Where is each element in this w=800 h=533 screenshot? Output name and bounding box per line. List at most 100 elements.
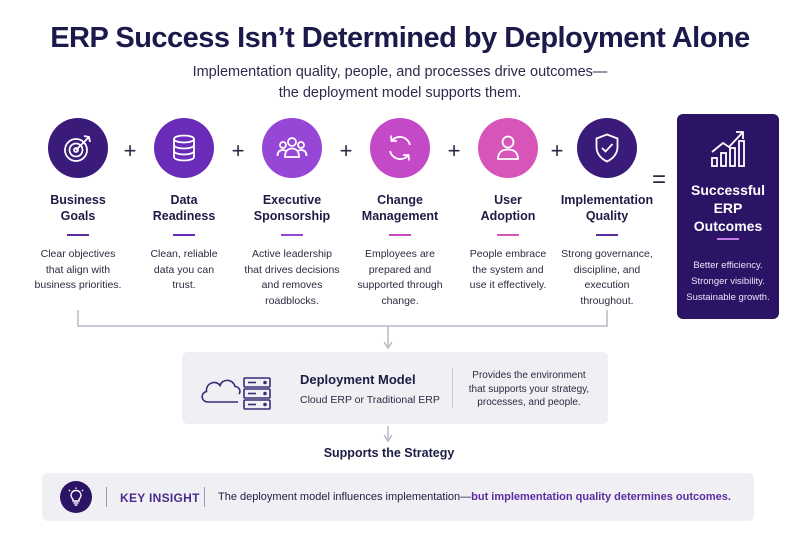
- factor-title-line: Management: [361, 209, 439, 223]
- subtitle-line-1: Implementation quality, people, and proc…: [192, 64, 608, 80]
- deployment-desc-line: that supports your strategy,: [468, 383, 590, 395]
- user-icon: [497, 135, 519, 160]
- factor-circle: [478, 118, 538, 178]
- factor-desc-line: data you can: [153, 263, 215, 276]
- factor-title-line: Business: [50, 193, 106, 207]
- page-subtitle: Implementation quality, people, and proc…: [150, 62, 650, 104]
- database-icon: [173, 134, 195, 162]
- factor-title-line: Change: [377, 193, 423, 207]
- factor-description: Clear objectives that align with busines…: [23, 247, 133, 294]
- factor-circle: [48, 118, 108, 178]
- factor-title: Data Readiness: [129, 192, 239, 226]
- factor-implementation-quality: Implementation Quality Strong governance…: [552, 118, 662, 309]
- factor-desc-line: the system and: [472, 263, 544, 276]
- factor-desc-line: and removes: [261, 279, 323, 291]
- factor-change-management: Change Management Employees are prepared…: [345, 118, 455, 309]
- factor-business-goals: Business Goals Clear objectives that ali…: [23, 118, 133, 294]
- outcome-title-line: Successful: [691, 182, 765, 198]
- factor-desc-line: throughout.: [580, 294, 634, 307]
- factor-description: People embrace the system and use it eff…: [453, 247, 563, 294]
- divider: [204, 487, 205, 507]
- factor-title: User Adoption: [453, 192, 563, 226]
- factor-executive-sponsorship: Executive Sponsorship Active leadership …: [237, 118, 347, 309]
- plus-operator: +: [447, 138, 461, 163]
- factor-desc-line: prepared and: [368, 263, 432, 276]
- factor-title: Executive Sponsorship: [237, 192, 347, 226]
- factor-desc-line: trust.: [172, 279, 196, 291]
- plus-operator: +: [550, 138, 564, 163]
- outcome-title: Successful ERP Outcomes: [677, 181, 779, 235]
- factor-desc-line: discipline, and: [573, 263, 641, 276]
- factor-desc-line: Employees are: [364, 248, 436, 260]
- factor-title-line: User: [494, 193, 522, 207]
- deployment-model-title: Deployment Model: [300, 372, 416, 387]
- plus-operator: +: [231, 138, 245, 163]
- target-icon: [64, 135, 91, 162]
- outcome-title-line: ERP: [713, 200, 743, 216]
- outcome-panel: Successful ERP Outcomes Better efficienc…: [677, 114, 779, 319]
- factor-accent-bar: [389, 234, 411, 236]
- factor-title-line: Data: [170, 193, 198, 207]
- key-insight-label: KEY INSIGHT: [120, 491, 200, 505]
- server-icon: [243, 377, 271, 410]
- people-icon: [276, 137, 308, 158]
- equals-operator: =: [652, 166, 667, 193]
- outcome-item: Better efficiency.: [693, 260, 763, 271]
- growth-chart-icon: [711, 131, 745, 167]
- outcome-item: Stronger visibility.: [691, 276, 765, 287]
- factor-title: Business Goals: [23, 192, 133, 226]
- divider: [452, 368, 453, 408]
- deployment-desc-line: processes, and people.: [477, 397, 581, 408]
- outcome-title-line: Outcomes: [693, 218, 763, 234]
- factor-title-line: Readiness: [152, 209, 216, 223]
- refresh-icon: [389, 135, 411, 161]
- factor-circle: [370, 118, 430, 178]
- factor-title-line: Sponsorship: [253, 209, 331, 223]
- factor-data-readiness: Data Readiness Clean, reliable data you …: [129, 118, 239, 294]
- insight-icon-circle: [60, 481, 92, 513]
- deployment-model-panel: Deployment Model Cloud ERP or Traditiona…: [182, 352, 608, 424]
- outcome-list: Better efficiency. Stronger visibility. …: [677, 258, 779, 306]
- factor-title-line: Adoption: [480, 209, 536, 223]
- cloud-icon: [201, 379, 241, 403]
- factor-desc-line: that drives decisions: [244, 263, 340, 276]
- factor-circle: [262, 118, 322, 178]
- factor-title-line: Goals: [60, 209, 96, 223]
- factor-user-adoption: User Adoption People embrace the system …: [453, 118, 563, 294]
- outcome-accent-bar: [717, 238, 739, 240]
- factor-desc-line: supported through: [357, 279, 443, 291]
- factor-desc-line: roadblocks.: [265, 294, 319, 307]
- insight-statement: The deployment model influences implemen…: [218, 491, 472, 503]
- factor-desc-line: Active leadership: [252, 248, 332, 260]
- factor-desc-line: execution: [584, 279, 630, 291]
- page-title: ERP Success Isn’t Determined by Deployme…: [50, 22, 750, 54]
- factor-desc-line: that align with: [45, 263, 111, 276]
- factor-title-line: Quality: [585, 209, 629, 223]
- deployment-model-description: Provides the environment that supports y…: [464, 369, 594, 410]
- deployment-desc-line: Provides the environment: [472, 370, 586, 381]
- plus-operator: +: [123, 138, 137, 163]
- deployment-model-types: Cloud ERP or Traditional ERP: [300, 394, 440, 406]
- deployment-icons: [201, 377, 271, 410]
- plus-operator: +: [339, 138, 353, 163]
- factor-accent-bar: [173, 234, 195, 236]
- subtitle-line-2: the deployment model supports them.: [278, 85, 522, 101]
- factor-circle: [154, 118, 214, 178]
- factor-desc-line: People embrace: [469, 248, 547, 260]
- key-insight-bar: KEY INSIGHT The deployment model influen…: [42, 473, 754, 521]
- factor-accent-bar: [596, 234, 618, 236]
- factor-accent-bar: [67, 234, 89, 236]
- outcome-item: Sustainable growth.: [686, 292, 770, 303]
- factor-title: Change Management: [345, 192, 455, 226]
- factor-circle: [577, 118, 637, 178]
- factor-description: Clean, reliable data you can trust.: [129, 247, 239, 294]
- factor-desc-line: Strong governance,: [561, 248, 653, 260]
- factor-desc-line: Clear objectives: [40, 248, 116, 260]
- factor-title-line: Implementation: [560, 193, 654, 207]
- factor-desc-line: business priorities.: [34, 279, 122, 291]
- key-insight-text: The deployment model influences implemen…: [218, 491, 731, 503]
- factor-description: Strong governance, discipline, and execu…: [552, 247, 662, 309]
- factor-description: Active leadership that drives decisions …: [237, 247, 347, 309]
- factor-accent-bar: [497, 234, 519, 236]
- lightbulb-icon: [68, 487, 84, 506]
